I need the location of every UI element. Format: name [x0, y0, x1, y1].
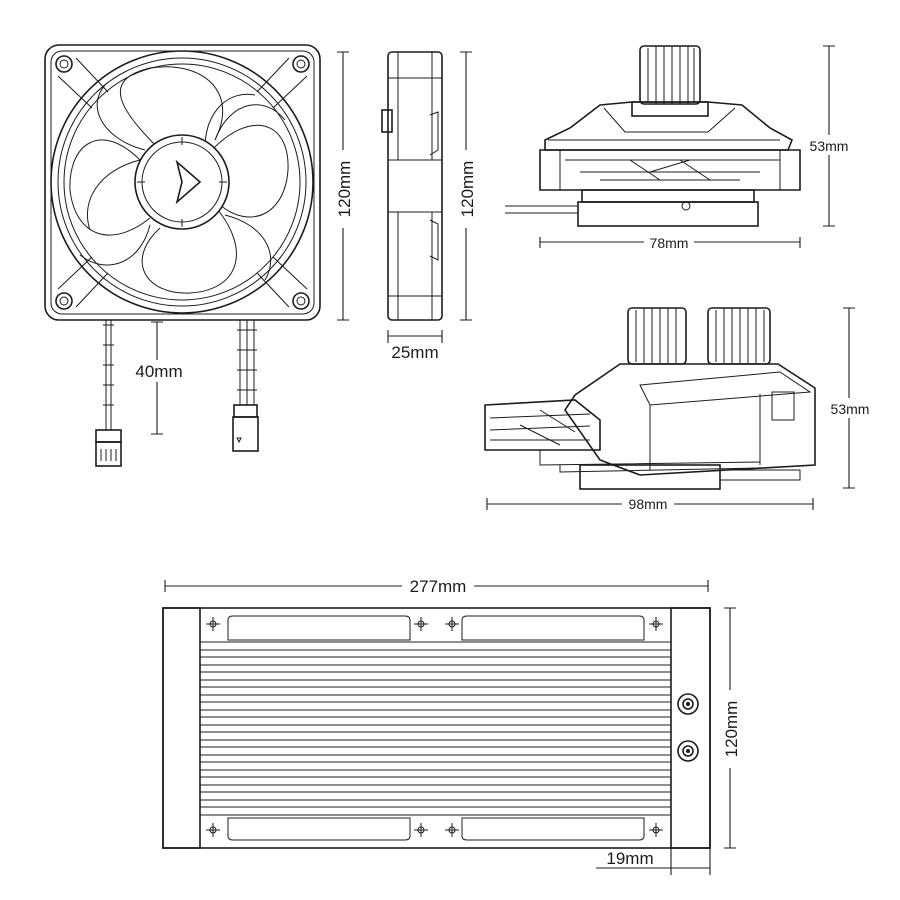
- fan-mounting-hole: [55, 55, 73, 73]
- label-fan-height: 120mm: [335, 161, 354, 218]
- dim-fan-height: 120mm: [333, 51, 354, 321]
- label-fan-depth: 120mm: [458, 161, 477, 218]
- argb-connector: [232, 416, 259, 452]
- dim-radiator-length: 277mm: [164, 575, 709, 597]
- dim-radiator-height: 120mm: [720, 607, 741, 849]
- label-pump-side-height: 53mm: [810, 138, 849, 154]
- fan-side-view: [381, 51, 443, 321]
- dim-fan-depth: 120mm: [456, 51, 477, 321]
- radiator-fitting-bottom: [677, 740, 699, 762]
- radiator-endcap-left: [162, 607, 201, 849]
- fan-mounting-hole: [292, 55, 310, 73]
- dim-pump-side-width: 78mm: [539, 232, 801, 252]
- radiator-fitting-top: [677, 693, 699, 715]
- fan-mounting-hole: [292, 292, 310, 310]
- fan-4pin-connector: [95, 441, 122, 467]
- label-radiator-length: 277mm: [410, 577, 467, 596]
- fan-side-cable-clip: [381, 109, 393, 133]
- fan-cables: [95, 320, 259, 467]
- connector-neck: [95, 429, 122, 443]
- radiator-fins: [200, 615, 671, 841]
- dim-fan-thickness: 25mm: [387, 330, 443, 362]
- dim-radiator-endcap: 19mm: [596, 848, 711, 875]
- label-pump-front-width: 98mm: [629, 496, 668, 512]
- fan-mounting-hole: [55, 292, 73, 310]
- label-cable-length: 40mm: [135, 362, 182, 381]
- label-fan-thickness: 25mm: [391, 343, 438, 362]
- radiator-screw-holes: [206, 617, 663, 837]
- label-pump-side-width: 78mm: [650, 235, 689, 251]
- radiator-endcap-right: [670, 607, 711, 849]
- dim-cable-length: 40mm: [128, 321, 190, 435]
- fan-front-view: [44, 44, 321, 321]
- label-pump-front-height: 53mm: [831, 401, 870, 417]
- dim-pump-front-width: 98mm: [486, 494, 814, 514]
- label-radiator-height: 120mm: [722, 701, 741, 758]
- pump-side-view: [505, 45, 801, 227]
- dim-pump-front-height: 53mm: [828, 307, 872, 489]
- label-radiator-endcap: 19mm: [606, 849, 653, 868]
- dim-pump-side-height: 53mm: [808, 45, 850, 227]
- fan-blades: [69, 66, 289, 294]
- radiator-front-view: [162, 607, 711, 849]
- logo-icon: [175, 159, 202, 205]
- pump-front-view: [484, 307, 816, 490]
